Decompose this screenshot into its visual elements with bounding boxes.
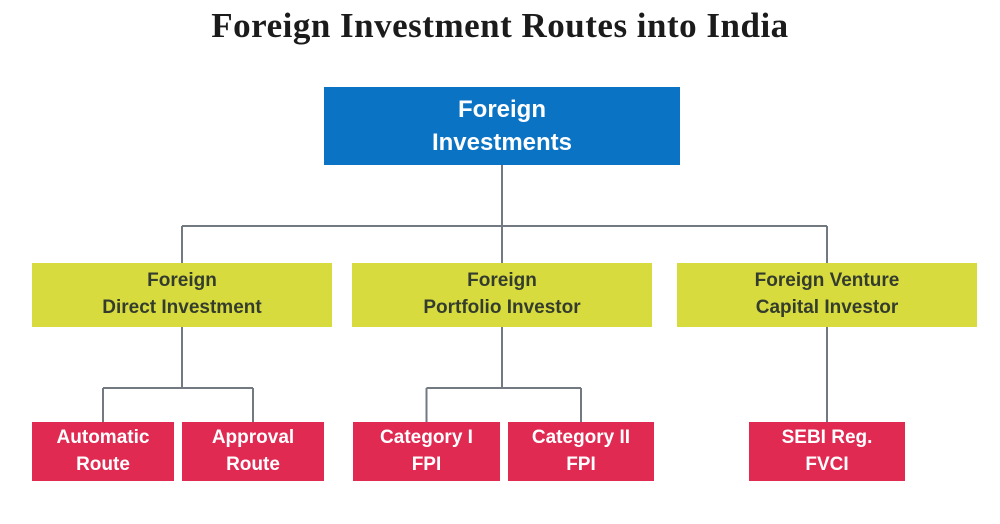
node-automatic-route: Automatic Route xyxy=(32,422,174,481)
node-foreign-investments: Foreign Investments xyxy=(324,87,680,165)
node-category-2-fpi: Category II FPI xyxy=(508,422,654,481)
node-category-1-fpi: Category I FPI xyxy=(353,422,500,481)
node-sebi-reg-fvci: SEBI Reg. FVCI xyxy=(749,422,905,481)
node-foreign-venture-capital-investor: Foreign Venture Capital Investor xyxy=(677,263,977,327)
node-approval-route: Approval Route xyxy=(182,422,324,481)
node-foreign-portfolio-investor: Foreign Portfolio Investor xyxy=(352,263,652,327)
diagram-title: Foreign Investment Routes into India xyxy=(211,6,789,45)
node-foreign-direct-investment: Foreign Direct Investment xyxy=(32,263,332,327)
